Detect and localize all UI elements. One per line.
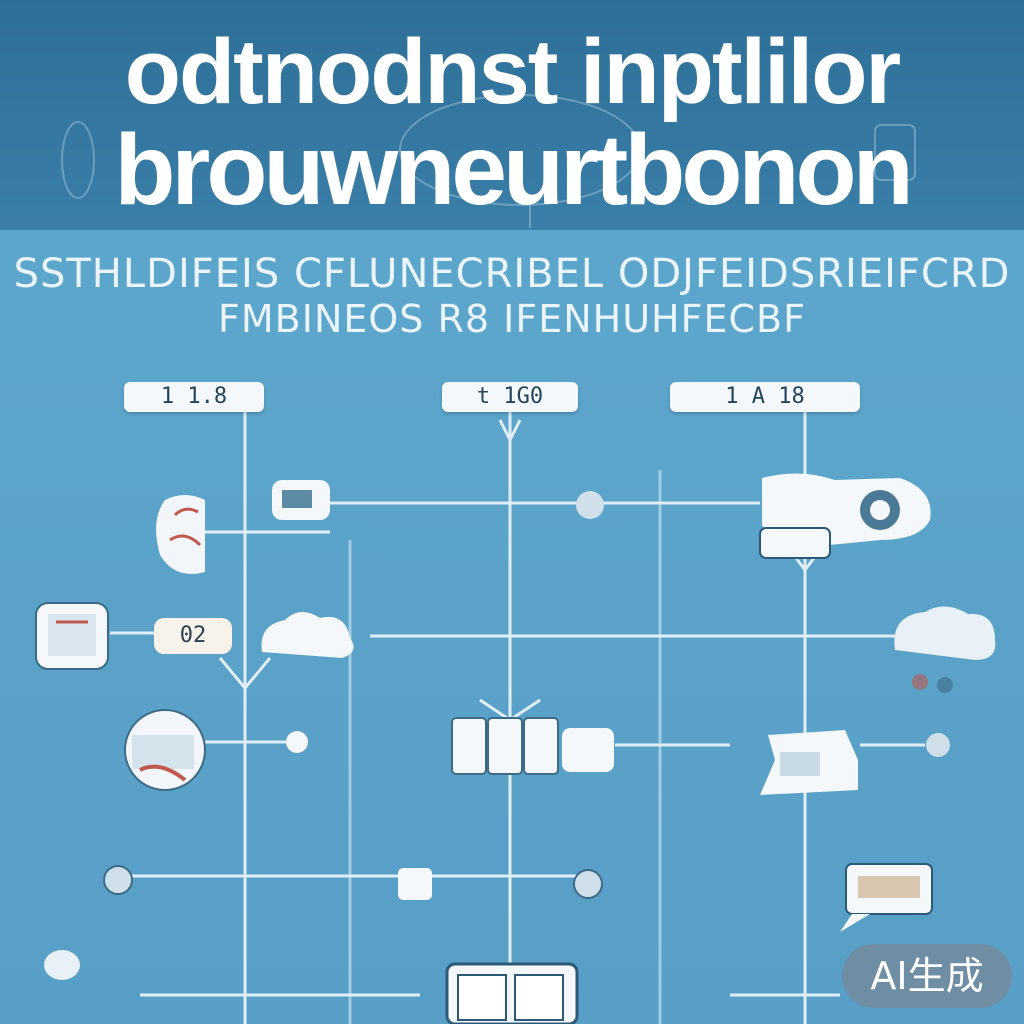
head-silhouette-icon: [156, 495, 205, 574]
chip-center: t 1G0: [442, 382, 578, 412]
chat-bubble-icon: [398, 868, 432, 900]
pc-monitor-icon: [272, 480, 330, 520]
title-line-2: brouwneurtbonon: [114, 114, 913, 226]
brain-icon: [124, 709, 206, 791]
pc-monitor-icon: [760, 730, 858, 795]
header-band: [0, 0, 1024, 230]
cloud-icon: [894, 606, 996, 693]
gear-node-icon: [44, 950, 80, 980]
gear-node-icon: [576, 491, 604, 519]
node-badge: 02: [154, 618, 232, 654]
title-line-1: odtnodnst inptlilor: [124, 21, 901, 123]
database-rack-icon: [451, 717, 614, 775]
ai-generated-badge: AI生成: [842, 944, 1012, 1008]
robot-head-icon: [759, 473, 931, 559]
subtitle-line-2: FMBINEOS R8 IFENHUHFECBF: [218, 297, 806, 341]
chat-bubble-icon: [840, 863, 933, 932]
subtitle-line-1: SSTHLDIFEIS CFLUNECRIBEL ODJFEIDSRIEIFCR…: [13, 251, 1011, 297]
gear-node-icon: [103, 865, 133, 895]
terminal-window-icon: [35, 602, 109, 670]
gear-node-icon: [573, 869, 603, 899]
chip-left: 1 1.8: [124, 382, 264, 412]
cloud-icon: [261, 611, 354, 658]
header-decoration: [61, 94, 916, 228]
gear-node-icon: [926, 733, 950, 757]
document-server-icon: [445, 962, 579, 1024]
connector-v-left: [218, 657, 272, 691]
connector-v-top: [498, 419, 522, 444]
chip-right: 1 A 18: [670, 382, 860, 412]
gear-node-icon: [286, 731, 308, 753]
